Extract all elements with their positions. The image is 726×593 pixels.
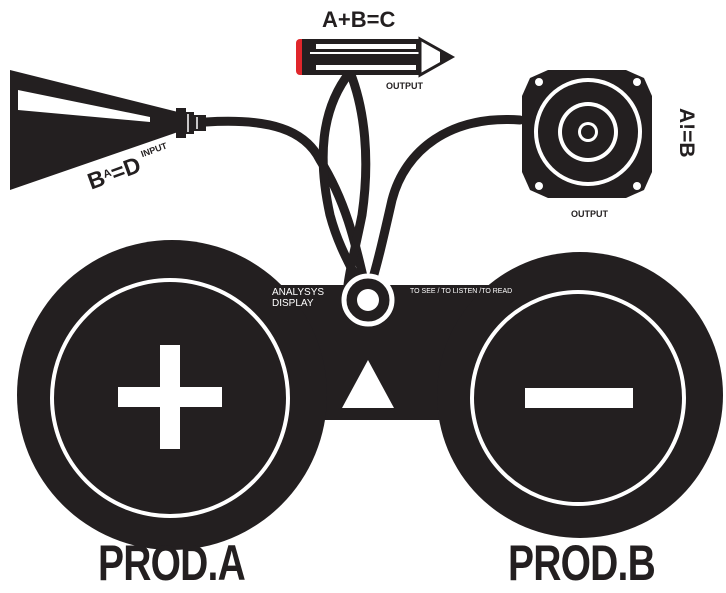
speaker-formula: A!=B [676, 108, 697, 158]
hub-title-line2: DISPLAY [272, 299, 324, 310]
pencil-formula: A+B=C [322, 9, 395, 31]
hub-eyepiece [344, 276, 392, 324]
prod-b-label: PROD.B [508, 538, 655, 588]
cable-speaker [370, 120, 520, 288]
cable-pencil-right [348, 72, 366, 285]
cables [206, 72, 520, 290]
hub-title-line1: ANALYSYS [272, 288, 324, 299]
minus-icon [525, 388, 633, 408]
pencil-icon [296, 39, 452, 75]
speaker-icon [522, 70, 652, 198]
prod-a-label: PROD.A [98, 538, 245, 588]
hub-title: ANALYSYS DISPLAY [272, 288, 324, 309]
pencil-output-tag: OUTPUT [386, 82, 423, 91]
speaker-output-tag: OUTPUT [571, 210, 608, 219]
hub-caption: TO SEE / TO LISTEN /TO READ [410, 288, 512, 295]
